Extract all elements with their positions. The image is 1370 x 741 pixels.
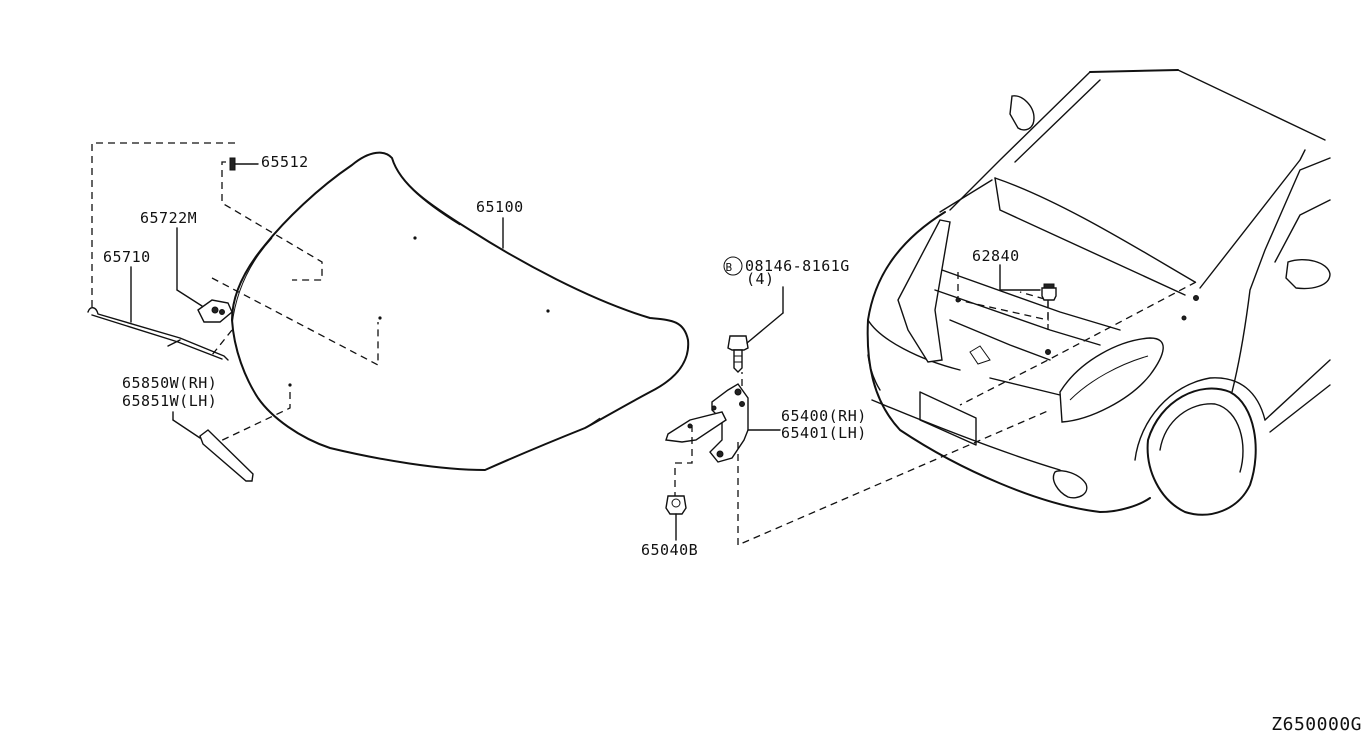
car-front-drawing: [866, 69, 1331, 516]
label-08146-8161g: 08146-8161G: [745, 257, 850, 275]
label-65040b: 65040B: [641, 541, 698, 559]
label-65851w: 65851W(LH): [122, 392, 217, 410]
label-65401: 65401(LH): [781, 424, 867, 442]
hinge-bolt-drawing: [723, 256, 784, 373]
bolt-symbol: B: [725, 261, 732, 274]
label-65722m: 65722M: [140, 209, 197, 227]
label-65850w: 65850W(RH): [122, 374, 217, 392]
hinge-nut-drawing: [665, 495, 687, 541]
label-bolt-quantity: (4): [746, 270, 775, 288]
drawing-code: Z650000G: [1271, 714, 1362, 735]
label-65512: 65512: [261, 153, 309, 171]
label-62840: 62840: [972, 247, 1020, 265]
label-65100: 65100: [476, 198, 524, 216]
hinge-drawing: [665, 372, 1051, 546]
label-65710: 65710: [103, 248, 151, 266]
hood-seal-clip-drawing: [221, 157, 323, 281]
hood-panel-drawing: [231, 151, 690, 471]
label-65400: 65400(RH): [781, 407, 867, 425]
hood-moulding-drawing: [172, 392, 291, 482]
hood-stay-drawing: [87, 142, 379, 367]
